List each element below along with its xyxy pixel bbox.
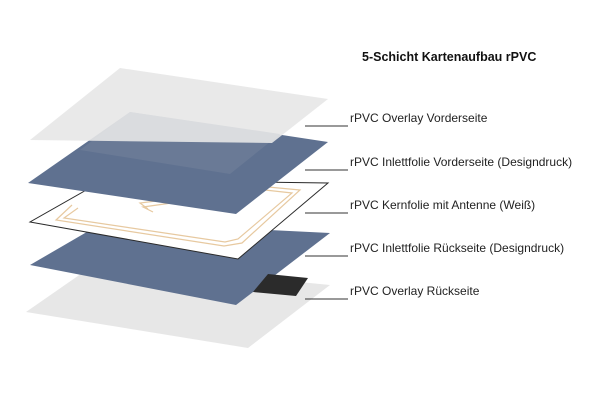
antenna-coil-inner <box>62 189 294 243</box>
label-inlett-front: rPVC Inlettfolie Vorderseite (Designdruc… <box>350 155 573 169</box>
magnetic-stripe <box>253 274 308 296</box>
diagram-title: 5-Schicht Kartenaufbau rPVC <box>362 50 537 64</box>
layer-overlay-front <box>30 68 328 143</box>
label-overlay-front: rPVC Overlay Vorderseite <box>350 111 488 125</box>
label-overlay-back: rPVC Overlay Rückseite <box>350 284 480 298</box>
label-core-antenna: rPVC Kernfolie mit Antenne (Weiß) <box>350 198 536 212</box>
label-inlett-back: rPVC Inlettfolie Rückseite (Designdruck) <box>350 241 565 255</box>
